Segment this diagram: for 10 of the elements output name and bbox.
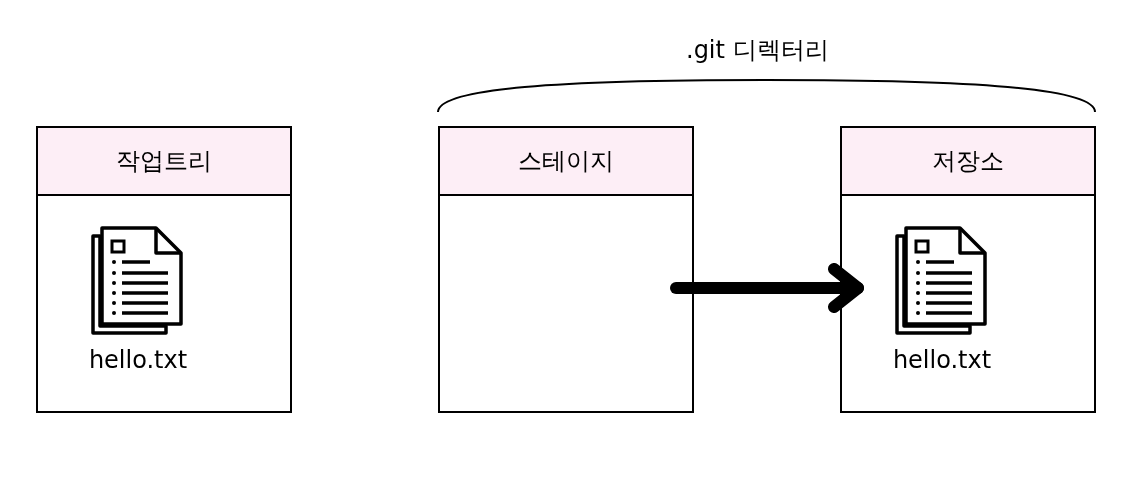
panel-title: 저장소	[932, 146, 1004, 177]
panel-title: 스테이지	[518, 146, 614, 177]
panel	[36, 126, 292, 413]
file-name: hello.txt	[891, 346, 993, 374]
file-name: hello.txt	[87, 346, 189, 374]
panel	[840, 126, 1096, 413]
panel-title: 작업트리	[116, 146, 212, 177]
arrow	[670, 263, 864, 313]
bracket-label: .git 디렉터리	[686, 35, 829, 66]
panel	[438, 126, 694, 413]
